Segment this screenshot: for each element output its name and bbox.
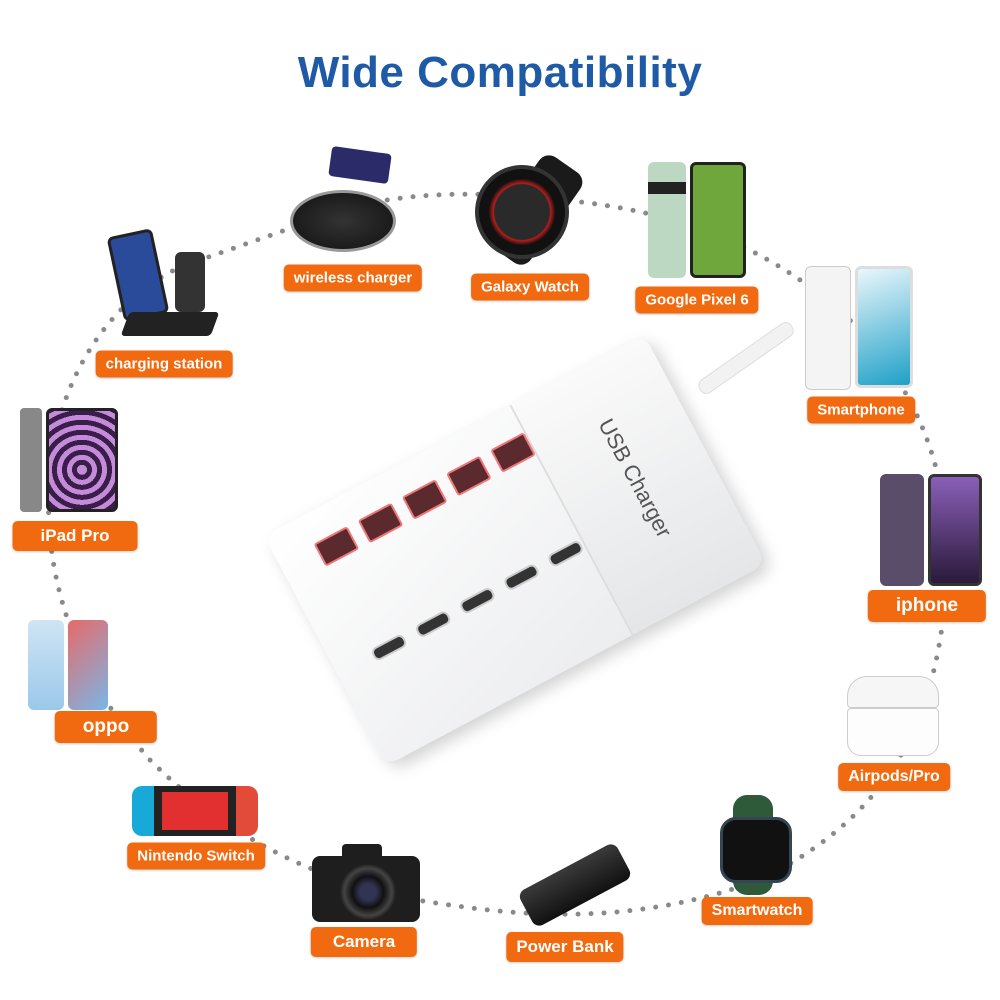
label-galaxy-watch: Galaxy Watch <box>471 273 589 301</box>
charger-brand-text: USB Charger <box>593 414 678 542</box>
power-bank-image <box>517 841 633 929</box>
label-wireless-charger: wireless charger <box>283 264 423 292</box>
ipad-pro-image <box>20 408 120 514</box>
label-power-bank: Power Bank <box>506 932 624 962</box>
label-iphone: iphone <box>867 590 987 622</box>
charging-station-image <box>105 228 235 342</box>
label-charging-station: charging station <box>95 350 233 378</box>
page-title: Wide Compatibility <box>297 48 703 97</box>
galaxy-watch-image <box>470 150 588 270</box>
label-google-pixel-6: Google Pixel 6 <box>635 286 759 314</box>
airpods-image <box>842 676 942 756</box>
label-smartwatch: Smartwatch <box>701 897 813 925</box>
wireless-charger-image <box>290 145 400 252</box>
label-camera: Camera <box>310 927 418 957</box>
nintendo-switch-image <box>132 786 258 838</box>
google-pixel-6-image <box>648 162 748 280</box>
iphone-image <box>880 474 982 588</box>
label-smartphone: Smartphone <box>807 396 915 424</box>
label-nintendo-switch: Nintendo Switch <box>127 842 265 870</box>
label-airpods: Airpods/Pro <box>838 763 950 791</box>
label-ipad-pro: iPad Pro <box>12 521 138 551</box>
oppo-phone-image <box>28 620 108 712</box>
camera-image <box>312 842 422 924</box>
label-oppo: oppo <box>54 711 158 743</box>
smartphone-image <box>805 266 915 390</box>
smartwatch-image <box>708 795 798 895</box>
